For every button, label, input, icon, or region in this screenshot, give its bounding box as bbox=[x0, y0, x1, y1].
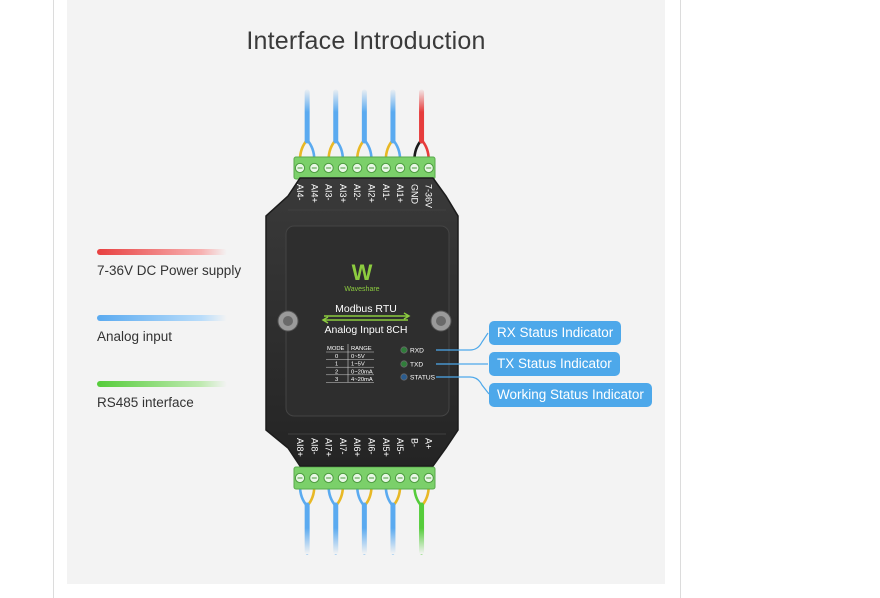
mode-table-cell: 0~5V bbox=[351, 354, 365, 360]
legend-power-swatch bbox=[97, 249, 227, 255]
left-mount-screw bbox=[277, 310, 299, 332]
protocol-label: Modbus RTU bbox=[335, 303, 397, 315]
indicator-leds: RXD TXD STATUS bbox=[400, 346, 436, 382]
top-terminal-label: AI1- bbox=[381, 184, 391, 201]
bottom-terminal-label: AI7- bbox=[338, 438, 348, 455]
mode-table-cell: 2 bbox=[335, 369, 338, 375]
led-icon bbox=[400, 373, 408, 381]
top-terminal-labels: AI4- AI4+ AI3- AI3+ AI2- AI2+ AI1- AI1+ GND 7-36V bbox=[295, 184, 434, 208]
led-label: RXD bbox=[410, 348, 424, 355]
legend-power-label: 7-36V DC Power supply bbox=[97, 263, 242, 278]
product-label: Analog Input 8CH bbox=[325, 324, 408, 336]
mode-table-cell: 4~20mA bbox=[351, 377, 373, 383]
waveshare-logo-icon: W bbox=[352, 260, 373, 285]
led-label: TXD bbox=[410, 362, 423, 369]
mode-table-cell: 1 bbox=[335, 362, 338, 368]
right-mount-screw bbox=[430, 310, 452, 332]
bottom-terminal-label: A+ bbox=[424, 438, 434, 449]
led-label: STATUS bbox=[410, 375, 436, 382]
device-front-panel bbox=[285, 225, 450, 417]
callout-leaders bbox=[436, 332, 490, 395]
top-terminal-label: 7-36V bbox=[424, 184, 434, 208]
bottom-terminal-label: AI6- bbox=[367, 438, 377, 455]
tx-status-callout: TX Status Indicator bbox=[489, 352, 620, 376]
bottom-terminal-block bbox=[293, 466, 436, 490]
top-terminal-label: AI2+ bbox=[367, 184, 377, 203]
bottom-terminal-label: B- bbox=[409, 438, 419, 447]
bottom-terminal-label: AI8+ bbox=[295, 438, 305, 457]
mode-table-header: MODE bbox=[327, 346, 345, 352]
mode-table: MODE RANGE 0 0~5V 1 1~5V 2 0~20mA 3 4~20mA bbox=[326, 344, 374, 383]
bottom-terminal-label: AI5- bbox=[395, 438, 405, 455]
legend-analog-swatch bbox=[97, 315, 227, 321]
bottom-terminal-label: AI6+ bbox=[352, 438, 362, 457]
led-icon bbox=[400, 346, 408, 354]
working-status-callout: Working Status Indicator bbox=[489, 383, 652, 407]
brand-name: Waveshare bbox=[344, 286, 379, 293]
direction-arrows-icon bbox=[321, 312, 411, 324]
page-title: Interface Introduction bbox=[246, 27, 486, 55]
bottom-terminal-label: AI7+ bbox=[324, 438, 334, 457]
legend-analog-label: Analog input bbox=[97, 329, 173, 344]
legend-analog: Analog input bbox=[97, 315, 227, 344]
legend-rs485: RS485 interface bbox=[97, 381, 227, 410]
mode-table-cell: 0~20mA bbox=[351, 369, 373, 375]
led-icon bbox=[400, 360, 408, 368]
rx-status-callout: RX Status Indicator bbox=[489, 321, 622, 345]
mode-table-header: RANGE bbox=[351, 346, 372, 352]
mode-table-cell: 0 bbox=[335, 354, 338, 360]
legend-rs485-swatch bbox=[97, 381, 227, 387]
legend-power: 7-36V DC Power supply bbox=[97, 249, 241, 278]
top-terminal-label: AI3+ bbox=[338, 184, 348, 203]
top-terminal-label: AI4- bbox=[295, 184, 305, 201]
bottom-terminal-label: AI5+ bbox=[381, 438, 391, 457]
bottom-terminal-label: AI8- bbox=[309, 438, 319, 455]
top-terminal-label: AI1+ bbox=[395, 184, 405, 203]
mode-table-cell: 3 bbox=[335, 377, 338, 383]
bottom-terminal-labels: AI8+ AI8- AI7+ AI7- AI6+ AI6- AI5+ AI5- B- A+ bbox=[295, 438, 434, 457]
top-terminal-label: AI3- bbox=[324, 184, 334, 201]
top-terminal-label: GND bbox=[409, 184, 419, 205]
device-diagram: W Waveshare Modbus RTU Analog Input 8CH … bbox=[265, 88, 490, 555]
mode-table-cell: 1~5V bbox=[351, 362, 365, 368]
top-terminal-label: AI2- bbox=[352, 184, 362, 201]
legend-rs485-label: RS485 interface bbox=[97, 395, 194, 410]
top-terminal-label: AI4+ bbox=[309, 184, 319, 203]
